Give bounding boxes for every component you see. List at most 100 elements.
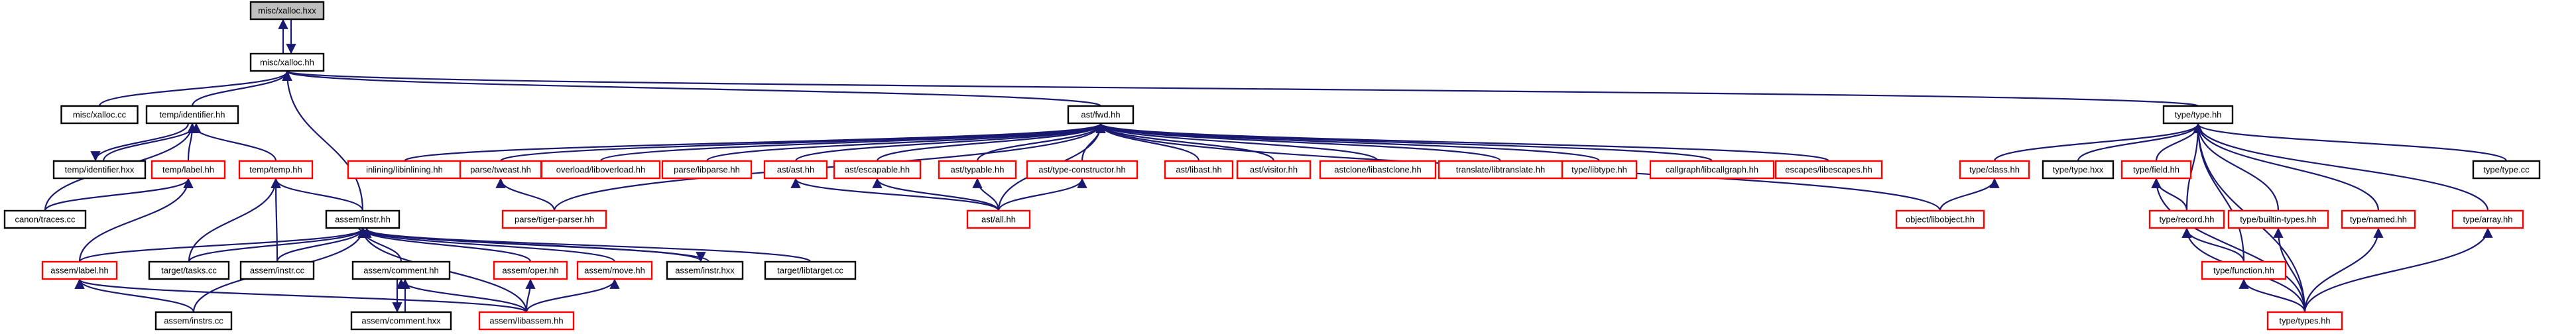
node-type-array-hh[interactable]: type/array.hh: [2451, 209, 2524, 229]
node-assem-instr-hh[interactable]: assem/instr.hh: [325, 209, 400, 229]
node-ast-fwd-hh[interactable]: ast/fwd.hh: [1067, 105, 1135, 125]
node-box: [3, 209, 87, 229]
edge-line: [357, 227, 616, 262]
node-type-type-hh[interactable]: type/type.hh: [2162, 105, 2234, 125]
node-box: [501, 209, 607, 229]
node-label: type/class.hh: [1969, 165, 2020, 175]
node-translate-libtranslate-hh[interactable]: translate/libtranslate.hh: [1438, 160, 1564, 180]
node-canon-traces-cc[interactable]: canon/traces.cc: [3, 209, 87, 229]
node-label: ast/visitor.hh: [1250, 165, 1298, 175]
node-type-class-hh[interactable]: type/class.hh: [1959, 160, 2030, 180]
include-edge: [187, 123, 277, 162]
node-label: assem/instrs.cc: [164, 316, 223, 326]
node-overload-liboverload-hh[interactable]: overload/liboverload.hh: [540, 160, 661, 180]
node-label: assem/instr.hh: [335, 215, 391, 225]
node-type-types-hh[interactable]: type/types.hh: [2266, 311, 2343, 331]
include-edge: [599, 123, 1106, 162]
node-box: [1561, 160, 1638, 180]
node-misc-xalloc-cc[interactable]: misc/xalloc.cc: [60, 105, 139, 125]
include-edge: [90, 123, 190, 162]
node-box: [238, 160, 314, 180]
node-type-named-hh[interactable]: type/named.hh: [2341, 209, 2416, 229]
node-parse-libparse-hh[interactable]: parse/libparse.hh: [661, 160, 753, 180]
node-box: [350, 311, 452, 331]
node-type-libtype-hh[interactable]: type/libtype.hh: [1561, 160, 1638, 180]
node-parse-tweast-hh[interactable]: parse/tweast.hh: [459, 160, 542, 180]
node-label: parse/tweast.hh: [470, 165, 531, 175]
node-assem-label-hh[interactable]: assem/label.hh: [41, 260, 118, 280]
node-target-tasks-cc[interactable]: target/tasks.cc: [148, 260, 230, 280]
node-label: assem/oper.hh: [502, 266, 558, 276]
node-label: canon/traces.cc: [15, 215, 76, 225]
node-temp-label-hh[interactable]: temp/label.hh: [151, 160, 226, 180]
node-box: [763, 160, 828, 180]
include-edge: [282, 70, 364, 211]
node-escapes-libescapes-hh[interactable]: escapes/libescapes.hh: [1774, 160, 1883, 180]
node-parse-tiger-parser-hh[interactable]: parse/tiger-parser.hh: [501, 209, 607, 229]
node-temp-temp-hh[interactable]: temp/temp.hh: [238, 160, 314, 180]
include-edge: [872, 178, 1000, 211]
include-edge: [525, 278, 536, 313]
include-edge: [191, 70, 292, 107]
node-box: [493, 260, 568, 280]
node-box: [239, 260, 315, 280]
node-assem-instr-cc[interactable]: assem/instr.cc: [239, 260, 315, 280]
include-edge: [78, 227, 368, 263]
node-assem-comment-hh[interactable]: assem/comment.hh: [351, 260, 451, 280]
include-edge: [1993, 123, 2203, 162]
include-edge: [972, 178, 1000, 211]
include-edge: [282, 70, 1102, 107]
node-type-type-cc[interactable]: type/type.cc: [2472, 160, 2541, 180]
node-inlining-libinlining-hh[interactable]: inlining/libinlining.hh: [347, 160, 462, 180]
node-type-function-hh[interactable]: type/function.hh: [2201, 260, 2287, 280]
node-box: [2120, 160, 2192, 180]
node-assem-comment-hxx[interactable]: assem/comment.hxx: [350, 311, 452, 331]
edge-line: [876, 123, 1106, 162]
include-edge: [2193, 123, 2508, 162]
node-ast-escapable-hh[interactable]: ast/escapable.hh: [833, 160, 922, 180]
node-type-record-hh[interactable]: type/record.hh: [2148, 209, 2225, 229]
edge-line: [74, 278, 528, 313]
include-edge: [997, 178, 1087, 211]
edge-line: [872, 178, 1000, 211]
node-callgraph-libcallgraph-hh[interactable]: callgraph/libcallgraph.hh: [1649, 160, 1775, 180]
node-label: callgraph/libcallgraph.hh: [1666, 165, 1758, 175]
node-object-libobject-hh[interactable]: object/libobject.hh: [1895, 209, 1985, 229]
node-ast-type-constructor-hh[interactable]: ast/type-constructor.hh: [1026, 160, 1138, 180]
include-edge: [271, 178, 281, 262]
node-assem-libassem-hh[interactable]: assem/libassem.hh: [478, 311, 575, 331]
edge-line: [525, 278, 536, 313]
node-target-libtarget-cc[interactable]: target/libtarget.cc: [764, 260, 857, 280]
node-type-type-hxx[interactable]: type/type.hxx: [2042, 160, 2115, 180]
node-ast-typable-hh[interactable]: ast/typable.hh: [938, 160, 1017, 180]
include-edge: [2239, 278, 2306, 313]
node-ast-ast-hh[interactable]: ast/ast.hh: [763, 160, 828, 180]
include-edge: [1095, 123, 1830, 162]
include-edge: [2193, 123, 2280, 211]
node-temp-identifier-hxx[interactable]: temp/identifier.hxx: [52, 160, 147, 180]
node-type-field-hh[interactable]: type/field.hh: [2120, 160, 2192, 180]
node-box: [148, 260, 230, 280]
edge-line: [98, 70, 292, 107]
node-ast-visitor-hh[interactable]: ast/visitor.hh: [1236, 160, 1312, 180]
edge-line: [282, 70, 2199, 107]
include-edge: [2151, 178, 2188, 211]
node-label: temp/identifier.hxx: [65, 165, 135, 175]
node-box: [347, 160, 462, 180]
include-edge: [1939, 178, 2000, 211]
node-assem-move-hh[interactable]: assem/move.hh: [576, 260, 653, 280]
node-astclone-libastclone-hh[interactable]: astclone/libastclone.hh: [1319, 160, 1437, 180]
node-misc-xalloc-hh[interactable]: misc/xalloc.hh: [249, 52, 325, 72]
node-label: type/record.hh: [2159, 215, 2214, 225]
node-assem-instrs-cc[interactable]: assem/instrs.cc: [154, 311, 233, 331]
node-type-builtin-types-hh[interactable]: type/builtin-types.hh: [2227, 209, 2329, 229]
node-temp-identifier-hh[interactable]: temp/identifier.hh: [145, 105, 239, 125]
edge-line: [90, 123, 190, 162]
node-assem-oper-hh[interactable]: assem/oper.hh: [493, 260, 568, 280]
node-ast-all-hh[interactable]: ast/all.hh: [966, 209, 1031, 229]
node-ast-libast-hh[interactable]: ast/libast.hh: [1164, 160, 1234, 180]
node-assem-instr-hxx[interactable]: assem/instr.hxx: [666, 260, 744, 280]
node-label: type/builtin-types.hh: [2240, 215, 2317, 225]
edge-line: [2193, 123, 2489, 211]
edge-line: [357, 227, 812, 263]
